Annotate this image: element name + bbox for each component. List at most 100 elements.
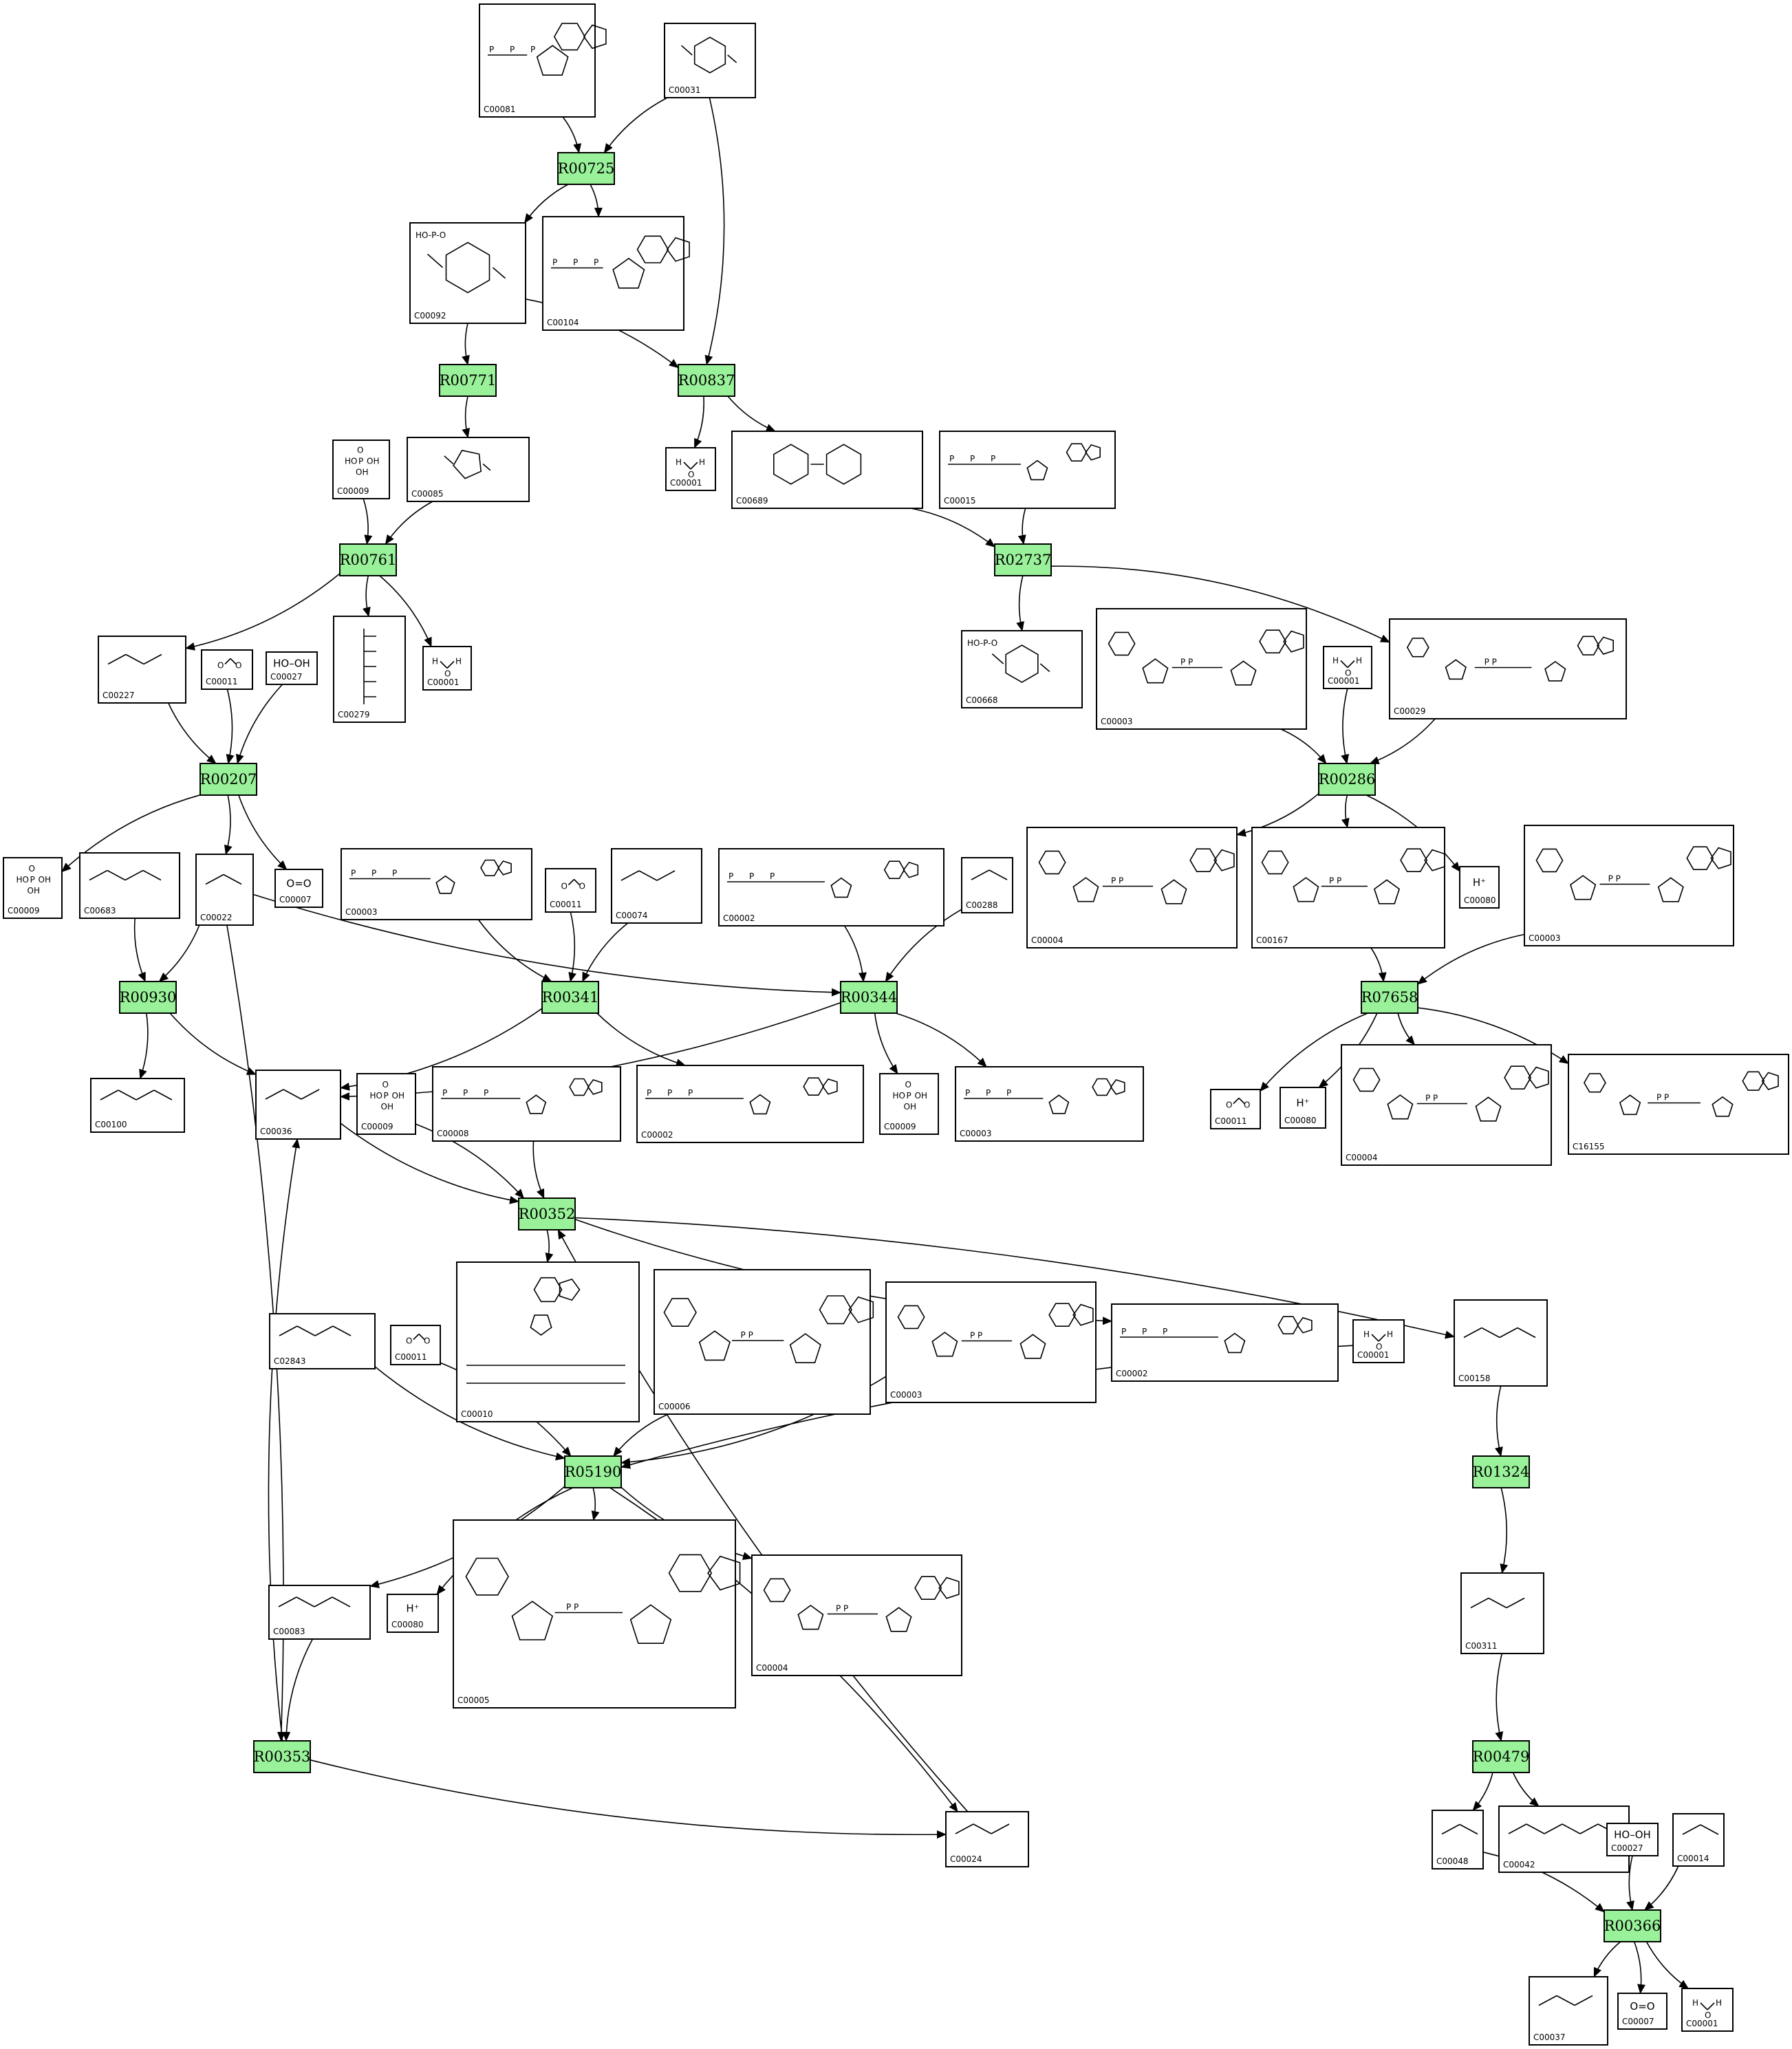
- reaction-box[interactable]: [994, 543, 1052, 576]
- reaction-box[interactable]: [541, 981, 599, 1014]
- reaction-r00344[interactable]: R00344: [840, 981, 898, 1014]
- svg-text:O: O: [561, 882, 568, 891]
- edge-R00344-to-c009d: [874, 1012, 898, 1074]
- compound-id: C00004: [1346, 1153, 1378, 1162]
- structure-drawing: O=O: [286, 878, 311, 890]
- reaction-r00353[interactable]: R00353: [253, 1740, 311, 1773]
- svg-text:OH: OH: [904, 1102, 916, 1112]
- compound-box: [98, 636, 186, 704]
- structure-drawing: [681, 36, 737, 74]
- edge-c085-to-R00761: [385, 501, 433, 545]
- reaction-box[interactable]: [678, 364, 735, 397]
- reaction-r01324[interactable]: R01324: [1472, 1455, 1530, 1488]
- reaction-r05190[interactable]: R05190: [564, 1455, 622, 1488]
- edge-c167-to-R07658: [1370, 947, 1387, 982]
- reaction-box[interactable]: [840, 981, 898, 1014]
- edge-c022-to-R00930: [158, 924, 200, 982]
- reaction-box[interactable]: [1604, 1909, 1661, 1942]
- svg-text:H: H: [1332, 656, 1339, 666]
- reaction-box[interactable]: [199, 763, 257, 796]
- reaction-r00837[interactable]: R00837: [678, 364, 735, 397]
- reaction-label: R05190: [565, 1464, 622, 1480]
- compound-id: C00668: [966, 695, 998, 705]
- edge-c008-to-R00352: [532, 1140, 545, 1199]
- reaction-box[interactable]: [1472, 1740, 1530, 1773]
- compound-box: [479, 3, 596, 118]
- structure-drawing: [89, 869, 162, 881]
- reaction-box[interactable]: [253, 1740, 311, 1773]
- structure-drawing: [620, 870, 676, 881]
- compound-id: C00002: [1116, 1369, 1148, 1378]
- compound-id: C00006: [658, 1402, 691, 1411]
- reaction-label: R00771: [440, 372, 497, 389]
- edge-c2843-to-R05190: [374, 1366, 565, 1461]
- reaction-box[interactable]: [1318, 763, 1376, 796]
- structure-drawing: [363, 629, 376, 704]
- reaction-box[interactable]: [339, 543, 397, 576]
- compound-box: [274, 869, 323, 908]
- edge-c027a-to-R00207: [235, 684, 283, 764]
- reaction-box[interactable]: [1472, 1455, 1530, 1488]
- reaction-box[interactable]: [557, 152, 615, 185]
- compound-box: [542, 216, 684, 331]
- reaction-box[interactable]: [439, 364, 497, 397]
- compound-box: [1568, 1054, 1789, 1155]
- svg-text:O: O: [29, 864, 35, 874]
- edge-c029-to-R00286: [1369, 718, 1436, 764]
- reaction-r02737[interactable]: R02737: [994, 543, 1052, 576]
- reaction-r00761[interactable]: R00761: [339, 543, 397, 576]
- svg-text:P: P: [442, 1088, 447, 1098]
- svg-text:P: P: [594, 258, 598, 268]
- edge-R00761-to-c227: [185, 573, 341, 651]
- compound-box: [885, 1281, 1097, 1403]
- svg-text:P: P: [986, 1088, 991, 1098]
- compound-box: [195, 854, 254, 926]
- compound-box: [453, 1519, 736, 1709]
- svg-text:H: H: [1387, 1330, 1393, 1339]
- reaction-r00286[interactable]: R00286: [1318, 763, 1376, 796]
- edge-R02737-to-c029: [1050, 565, 1390, 643]
- reaction-r00771[interactable]: R00771: [439, 364, 497, 397]
- edge-c081-to-R00725: [562, 116, 582, 153]
- reaction-r00930[interactable]: R00930: [119, 981, 177, 1014]
- reaction-label: R02737: [995, 552, 1052, 568]
- compound-id: C00004: [1031, 935, 1064, 945]
- edge-c158-to-R01324: [1495, 1385, 1503, 1457]
- compound-id: C00003: [345, 907, 378, 917]
- compound-c00010: C00010: [456, 1261, 640, 1422]
- reaction-r00479[interactable]: R00479: [1472, 1740, 1530, 1773]
- structure-drawing: HO-P-O: [415, 230, 506, 294]
- svg-text:P: P: [489, 45, 494, 54]
- structure-drawing: H⁺: [1473, 876, 1486, 889]
- reaction-r07658[interactable]: R07658: [1361, 981, 1418, 1014]
- edge-R00207-to-c009b: [61, 794, 201, 873]
- reaction-r00352[interactable]: R00352: [518, 1197, 576, 1231]
- reaction-box[interactable]: [518, 1197, 576, 1231]
- svg-text:P: P: [484, 1088, 488, 1098]
- reaction-r00341[interactable]: R00341: [541, 981, 599, 1014]
- reaction-box[interactable]: [119, 981, 177, 1014]
- reaction-box[interactable]: [564, 1455, 622, 1488]
- reaction-r00725[interactable]: R00725: [557, 152, 615, 185]
- edge-R00352-to-c010: [545, 1229, 554, 1263]
- structure-drawing: [773, 444, 862, 485]
- reaction-box[interactable]: [1361, 981, 1418, 1014]
- reaction-r00366[interactable]: R00366: [1604, 1909, 1661, 1942]
- reaction-r00207[interactable]: R00207: [199, 763, 257, 796]
- compound-box: [961, 630, 1083, 708]
- svg-text:P: P: [552, 258, 557, 268]
